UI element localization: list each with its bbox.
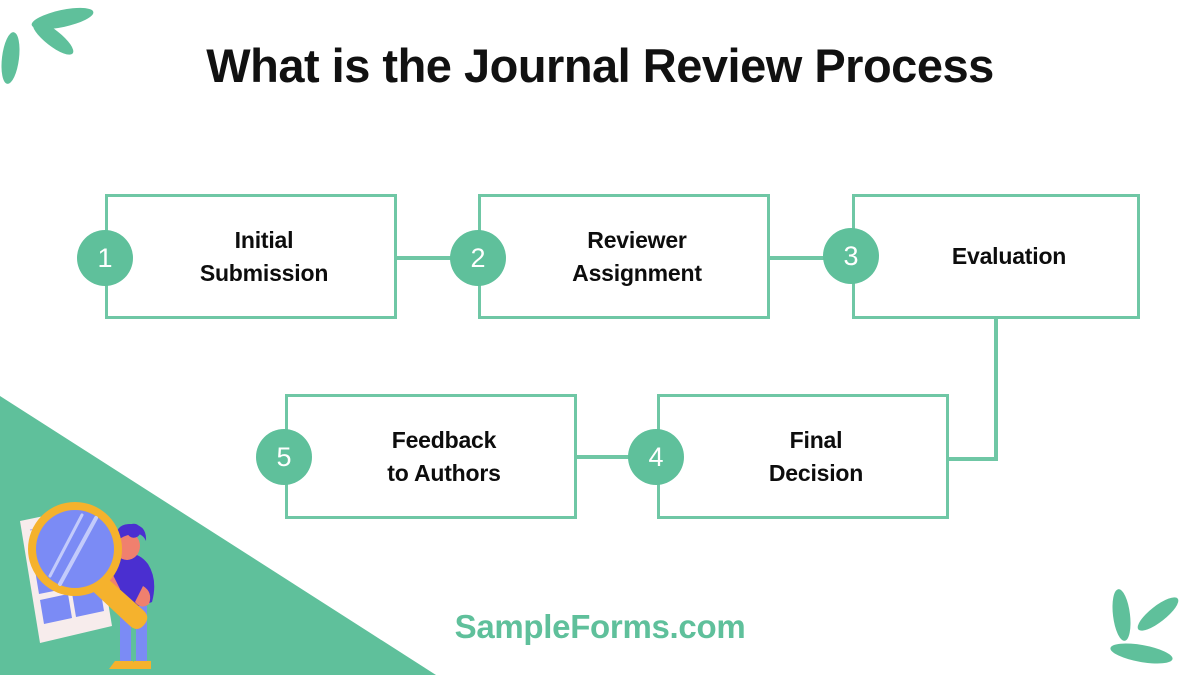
step-box-4[interactable]: Final Decision (657, 394, 949, 519)
brand-wordmark: SampleForms.com (454, 608, 746, 645)
person-with-magnifying-glass-illustration (12, 498, 197, 673)
page-title: What is the Journal Review Process (206, 39, 994, 92)
step-label-1: Initial Submission (199, 226, 329, 286)
connector-5-to-4 (575, 455, 663, 459)
connector-2-to-3 (767, 256, 857, 260)
step-number-5[interactable]: 5 (256, 429, 312, 485)
step-number-2[interactable]: 2 (450, 230, 506, 286)
step-number-3[interactable]: 3 (823, 228, 879, 284)
step-label-5: Feedback to Authors (387, 426, 501, 486)
step-label-2: Reviewer Assignment (572, 226, 702, 286)
step-label-3: Evaluation (951, 243, 1067, 270)
magnifying-glass-icon (28, 502, 148, 629)
step-box-1[interactable]: Initial Submission (105, 194, 397, 319)
connector-1-to-2 (394, 256, 484, 260)
step-number-1[interactable]: 1 (77, 230, 133, 286)
connector-3-to-4-vertical (994, 316, 998, 461)
step-box-5[interactable]: Feedback to Authors (285, 394, 577, 519)
step-label-4: Final Decision (768, 426, 864, 486)
step-number-4[interactable]: 4 (628, 429, 684, 485)
step-box-2[interactable]: Reviewer Assignment (478, 194, 770, 319)
step-box-3[interactable]: Evaluation (852, 194, 1140, 319)
connector-3-to-4-horizontal (947, 457, 998, 461)
